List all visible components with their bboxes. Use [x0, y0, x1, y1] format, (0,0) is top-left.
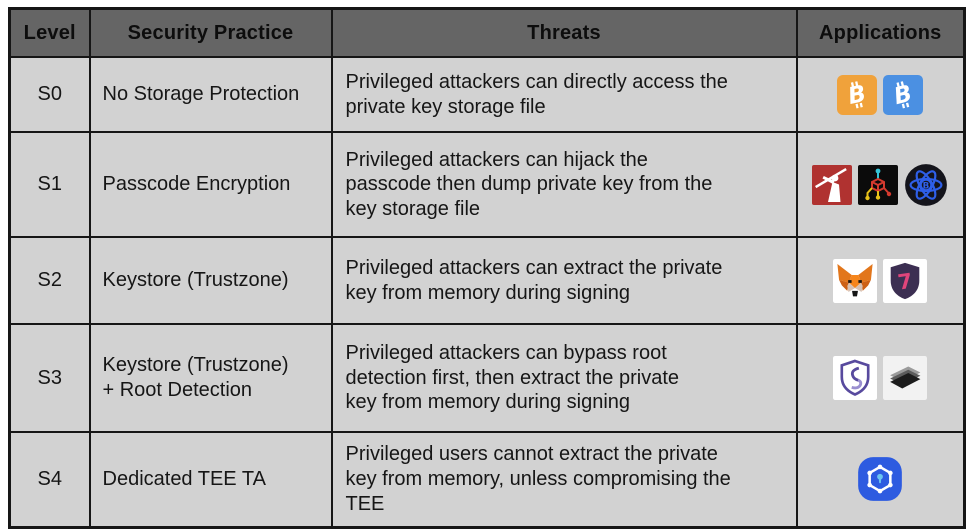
cube-wallet-icon — [858, 164, 899, 205]
threats-cell: Privileged users cannot extract the priv… — [330, 431, 798, 528]
column-header-level: Level — [8, 7, 91, 58]
threats-cell: Privileged attackers can extract the pri… — [330, 236, 798, 325]
applications-cell — [795, 431, 966, 528]
header-row: Level Security Practice Threats Applicat… — [8, 7, 966, 58]
security-practice-cell: No Storage Protection — [88, 56, 333, 133]
threats-cell: Privileged attackers can bypass root det… — [330, 323, 798, 433]
metamask-fox-icon — [833, 258, 878, 303]
column-header-threats: Threats — [330, 7, 798, 58]
layers-wallet-icon — [883, 356, 928, 400]
applications-cell — [795, 323, 966, 433]
threats-cell: Privileged attackers can hijack the pass… — [330, 131, 798, 238]
security-practice-cell: Keystore (Trustzone) — [88, 236, 333, 325]
security-practice-cell: Passcode Encryption — [88, 131, 333, 238]
bitcoin-orange-icon: B — [837, 74, 878, 115]
shield-t-wallet-icon: 7 — [883, 258, 928, 303]
column-header-security-practice: Security Practice — [88, 7, 333, 58]
level-cell: S0 — [8, 56, 91, 133]
security-practice-cell: Dedicated TEE TA — [88, 431, 333, 528]
threats-cell: Privileged attackers can directly access… — [330, 56, 798, 133]
shield-s-wallet-icon — [833, 356, 878, 400]
level-cell: S3 — [8, 323, 91, 433]
electron-wallet-icon: B — [904, 163, 948, 207]
security-practice-cell: Keystore (Trustzone) + Root Detection — [88, 323, 333, 433]
level-cell: S2 — [8, 236, 91, 325]
column-header-applications: Applications — [795, 7, 966, 58]
svg-text:B: B — [923, 181, 930, 191]
level-cell: S4 — [8, 431, 91, 528]
samurai-wallet-icon — [812, 164, 853, 205]
svg-text:B: B — [846, 80, 869, 109]
svg-text:7: 7 — [896, 268, 914, 294]
svg-text:B: B — [892, 80, 915, 109]
security-levels-table: Level Security Practice Threats Applicat… — [8, 7, 966, 529]
bitcoin-blue-icon: B — [883, 74, 924, 115]
table-header: Level Security Practice Threats Applicat… — [8, 7, 966, 58]
applications-cell: B — [795, 131, 966, 238]
samsung-keystore-icon — [857, 456, 903, 502]
applications-cell: 7 — [795, 236, 966, 325]
level-cell: S1 — [8, 131, 91, 238]
